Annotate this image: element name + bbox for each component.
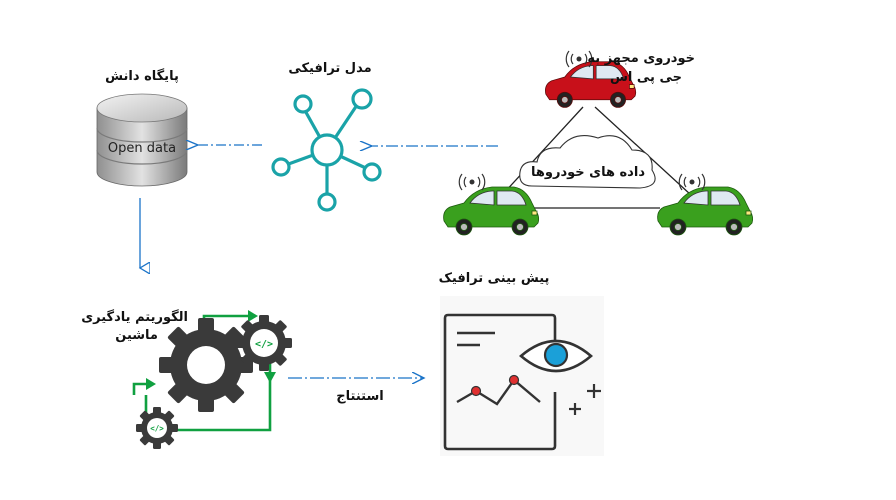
gps-car-label-line2: جی پی اس: [610, 70, 682, 85]
network-icon: [271, 88, 382, 212]
ml-label-line1: الگوریتم یادگیری: [81, 309, 188, 325]
code-symbol-large: </>: [255, 339, 273, 350]
code-symbol-small: </>: [150, 424, 164, 433]
ml-label-line2: ماشین: [115, 328, 158, 343]
dashboard-icon: [440, 296, 604, 456]
car-icon: [657, 186, 754, 236]
cloud-icon: [519, 135, 656, 189]
traffic-model-label: مدل ترافیکی: [288, 61, 371, 76]
database-icon: [96, 93, 188, 187]
gps-car-label-line1: خودروی مجهز به: [587, 51, 695, 66]
car-icon: [443, 186, 540, 236]
traffic-prediction-label: پیش بینی ترافیک: [439, 271, 550, 286]
inference-label: استنتاج: [336, 389, 383, 404]
vehicle-data-label: داده های خودروها: [531, 165, 645, 180]
open-data-label: Open data: [108, 141, 176, 156]
knowledge-base-label: پایگاه دانش: [105, 68, 179, 84]
gears-icon: [132, 310, 292, 449]
